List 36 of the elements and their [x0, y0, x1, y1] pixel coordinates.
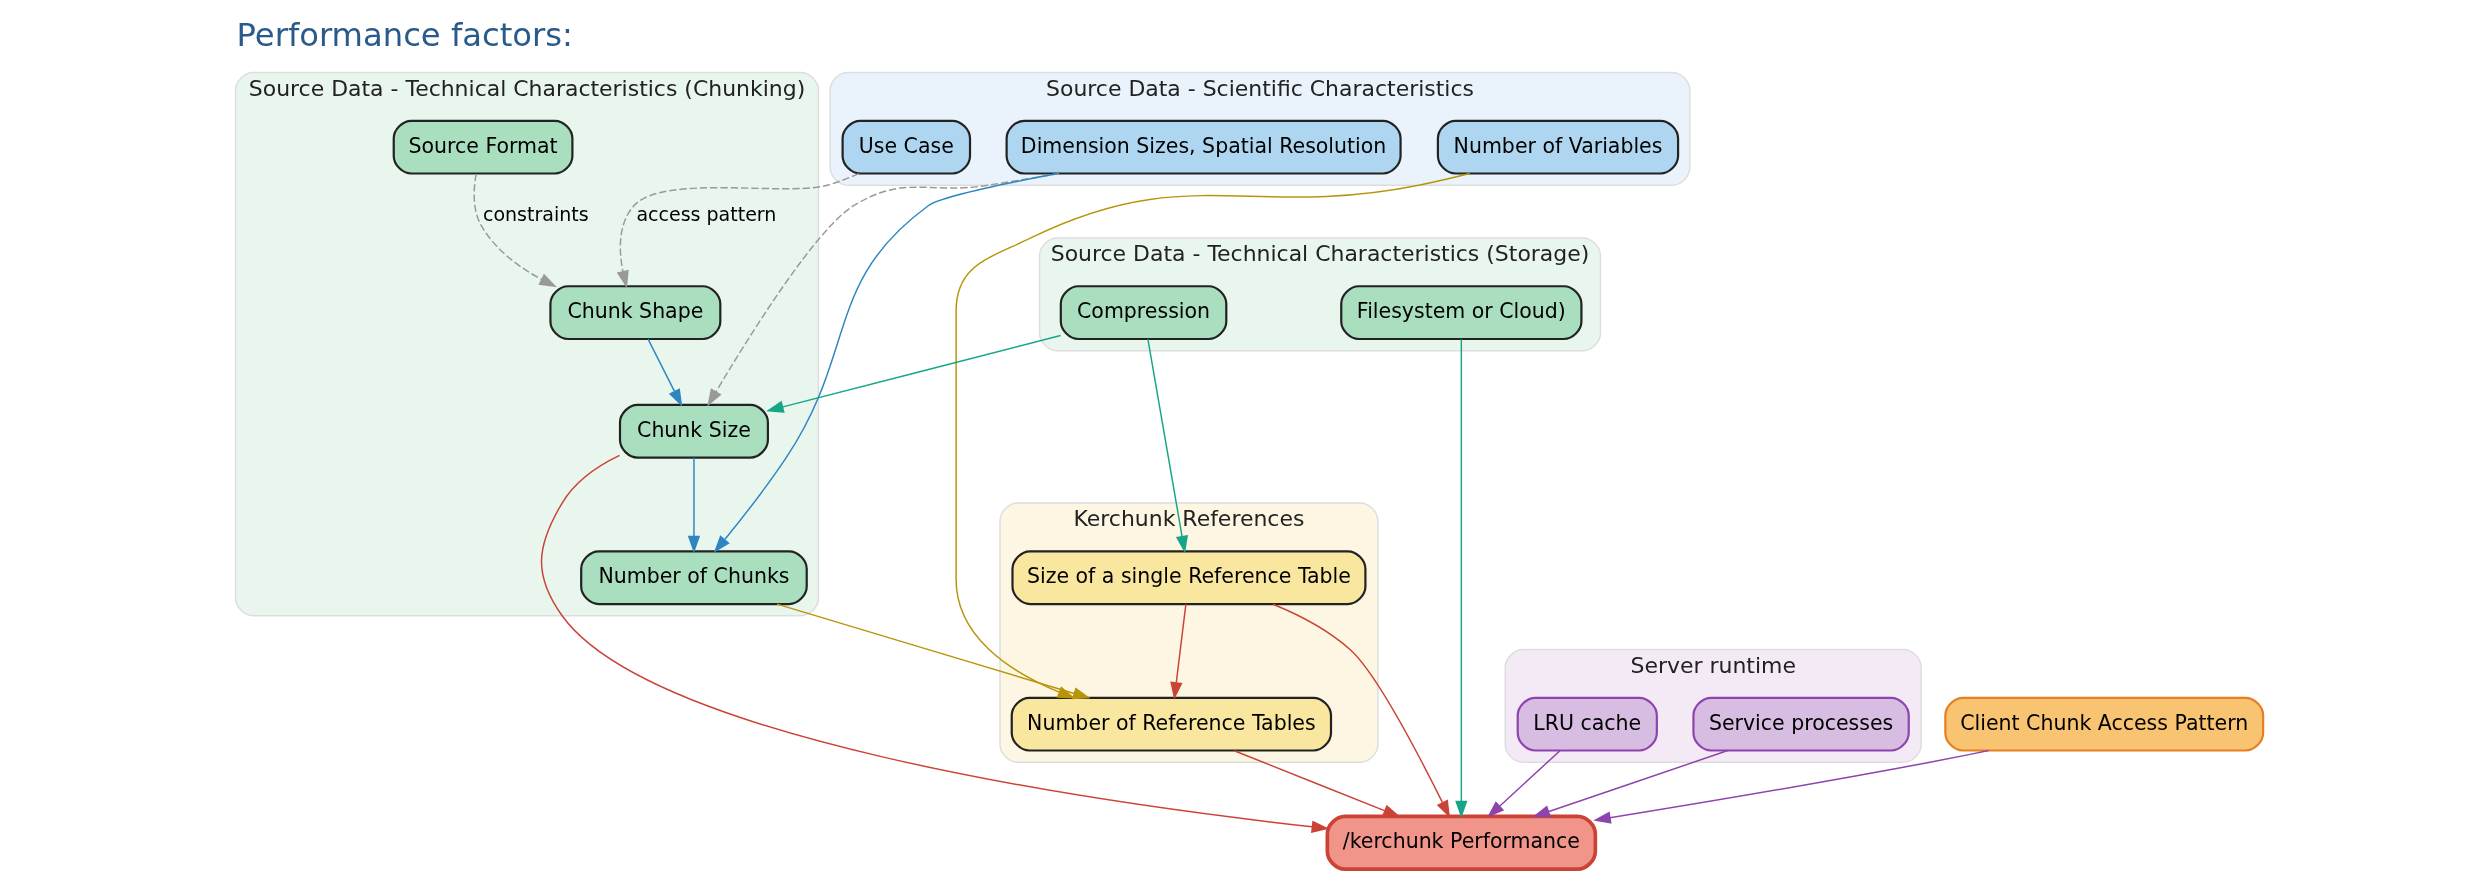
arrow	[472, 173, 557, 288]
node-box: Service processes	[1691, 696, 1910, 752]
arrow	[1233, 750, 1401, 818]
node-box: Source Format	[392, 119, 573, 175]
arrow	[706, 172, 1060, 407]
node-box: Client Chunk Access Pattern	[1943, 696, 2264, 752]
arrow	[616, 172, 859, 289]
node-box: Compression	[1059, 285, 1227, 341]
arrow	[775, 603, 1090, 700]
node-box: Number of Reference Tables	[1010, 696, 1332, 752]
arrow	[1146, 338, 1188, 554]
node-box: Size of a single Reference Table	[1010, 550, 1366, 606]
arrow	[646, 338, 682, 407]
arrow	[954, 172, 1470, 699]
arrow	[1169, 603, 1187, 700]
node-box: Number of Chunks	[579, 550, 808, 606]
node-box: Use Case	[841, 119, 971, 175]
node-box: /kerchunk Performance	[1325, 814, 1597, 871]
edge-label: access pattern	[635, 202, 776, 225]
arrow	[765, 334, 1061, 413]
arrow	[540, 454, 1329, 833]
node-box: Filesystem or Cloud)	[1339, 285, 1583, 341]
arrow	[1531, 749, 1729, 818]
node-box: LRU cache	[1516, 696, 1658, 752]
node-box: Dimension Sizes, Spatial Resolution	[1005, 119, 1402, 175]
arrow	[713, 172, 1058, 553]
arrow	[1454, 338, 1467, 819]
node-box: Chunk Shape	[548, 285, 721, 341]
node-box: Chunk Size	[618, 403, 769, 459]
arrow	[1592, 749, 1989, 824]
node-box: Number of Variables	[1436, 119, 1679, 175]
arrow	[687, 456, 700, 554]
arrow	[1271, 603, 1450, 818]
diagram-title: Performance factors:	[236, 15, 573, 54]
edge-label: constraints	[482, 202, 589, 225]
arrow	[1486, 750, 1561, 818]
